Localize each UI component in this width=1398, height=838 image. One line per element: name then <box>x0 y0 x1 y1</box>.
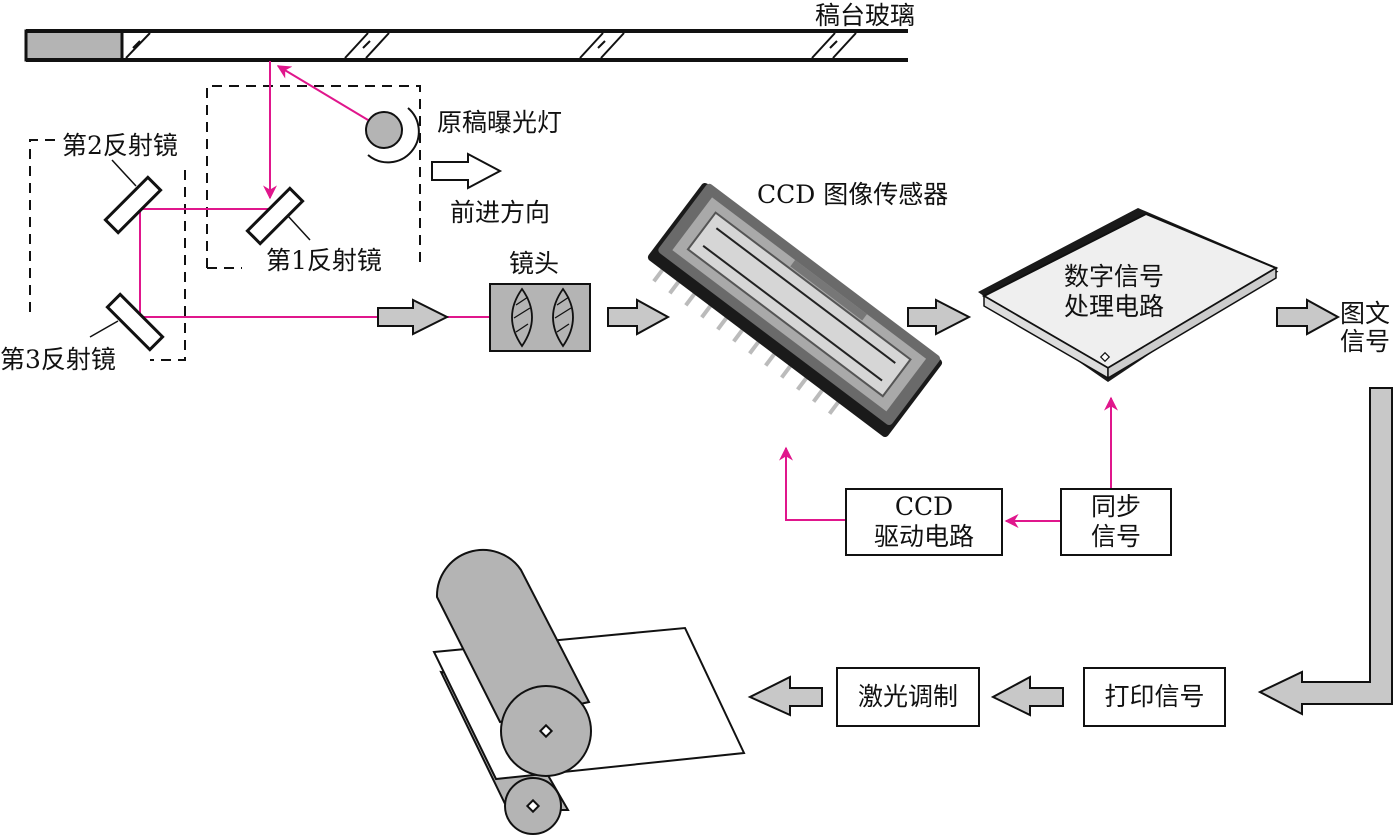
light-path <box>139 61 490 318</box>
ccd-sensor-chip <box>647 182 943 438</box>
glass-hatch-marks <box>125 32 857 59</box>
second-carriage-outline <box>29 139 55 318</box>
platen-glass-label: 稿台玻璃 <box>815 1 916 30</box>
arrow-to-dsp <box>907 298 972 336</box>
lens-element-2 <box>552 287 574 348</box>
sync-line1: 同步 <box>1090 492 1141 521</box>
ccd-driver-circuit-box: CCD 驱动电路 <box>845 488 1003 556</box>
image-signal-line2: 信号 <box>1340 327 1391 356</box>
arrow-print-to-laser <box>990 675 1064 717</box>
mirror-1-label: 第1反射镜 <box>266 246 382 275</box>
arrow-laser-to-drum <box>747 675 823 717</box>
dsp-label-line1: 数字信号 <box>1064 262 1165 291</box>
lens-label: 镜头 <box>509 249 560 278</box>
dsp-label: 数字信号 处理电路 <box>1064 262 1164 322</box>
forward-direction-arrow <box>431 152 503 190</box>
arrow-to-lens <box>377 298 450 336</box>
lens-assembly <box>489 283 591 352</box>
ccd-sensor-label: CCD 图像传感器 <box>757 180 949 209</box>
drum-body <box>435 548 591 724</box>
exposure-lamp <box>365 107 420 164</box>
lens-element-1 <box>511 287 533 348</box>
print-signal-box: 打印信号 <box>1083 667 1226 727</box>
print-drum-assembly <box>432 548 746 835</box>
arrow-to-ccd <box>607 298 671 336</box>
dsp-label-line2: 处理电路 <box>1064 292 1165 321</box>
lamp-reflector <box>367 107 420 164</box>
exposure-lamp-label: 原稿曝光灯 <box>437 108 563 137</box>
mirror-2 <box>103 159 163 235</box>
arrow-image-to-print <box>1257 387 1393 716</box>
scan-carriage-outlines <box>29 85 421 361</box>
sync-signal-box: 同步 信号 <box>1060 488 1172 556</box>
mirror-3-label: 第3反射镜 <box>0 345 116 374</box>
ccd-driver-line1: CCD <box>894 492 954 521</box>
arrow-to-image-signal <box>1276 298 1341 336</box>
document-cover <box>24 29 124 62</box>
image-signal-line1: 图文 <box>1340 299 1391 328</box>
laser-modulation-box: 激光调制 <box>836 667 980 727</box>
platen-glass <box>24 29 908 62</box>
mirror-3 <box>89 292 165 352</box>
first-carriage-outline <box>206 85 421 268</box>
mirror-1 <box>245 186 311 246</box>
forward-direction-label: 前进方向 <box>450 198 551 227</box>
sync-line2: 信号 <box>1090 522 1141 551</box>
control-signal-lines <box>779 396 1118 528</box>
mirror-2-label: 第2反射镜 <box>62 131 178 160</box>
image-signal-label: 图文 信号 <box>1340 300 1390 356</box>
dsp-chip <box>978 208 1279 382</box>
ccd-driver-line2: 驱动电路 <box>873 522 974 551</box>
